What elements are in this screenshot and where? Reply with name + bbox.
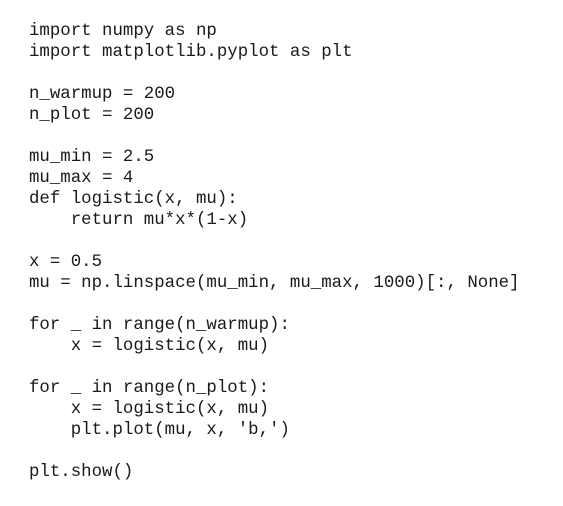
code-block: import numpy as np import matplotlib.pyp… (29, 21, 520, 483)
code-line-x-init: x = 0.5 (29, 253, 103, 272)
code-line-blank (29, 441, 520, 462)
code-line-return: return mu*x*(1-x) (29, 211, 249, 230)
code-line-blank (29, 294, 520, 315)
code-line-blank (29, 357, 520, 378)
code-line-blank (29, 126, 520, 147)
code-line-mu-min: mu_min = 2.5 (29, 148, 155, 167)
code-line-mu-max: mu_max = 4 (29, 169, 134, 188)
code-line-for-plot: for _ in range(n_plot): (29, 379, 270, 398)
code-line-n-warmup: n_warmup = 200 (29, 85, 176, 104)
code-line-show: plt.show() (29, 463, 134, 482)
code-line-warmup-body: x = logistic(x, mu) (29, 337, 270, 356)
code-line-import-matplotlib: import matplotlib.pyplot as plt (29, 43, 353, 62)
code-line-mu-linspace: mu = np.linspace(mu_min, mu_max, 1000)[:… (29, 274, 520, 293)
code-line-blank (29, 63, 520, 84)
code-line-for-warmup: for _ in range(n_warmup): (29, 316, 290, 335)
code-line-plot-body-update: x = logistic(x, mu) (29, 400, 270, 419)
code-line-n-plot: n_plot = 200 (29, 106, 155, 125)
code-line-def-logistic: def logistic(x, mu): (29, 190, 238, 209)
code-line-blank (29, 231, 520, 252)
code-line-plot-body-plot: plt.plot(mu, x, 'b,') (29, 421, 290, 440)
code-line-import-numpy: import numpy as np (29, 22, 217, 41)
